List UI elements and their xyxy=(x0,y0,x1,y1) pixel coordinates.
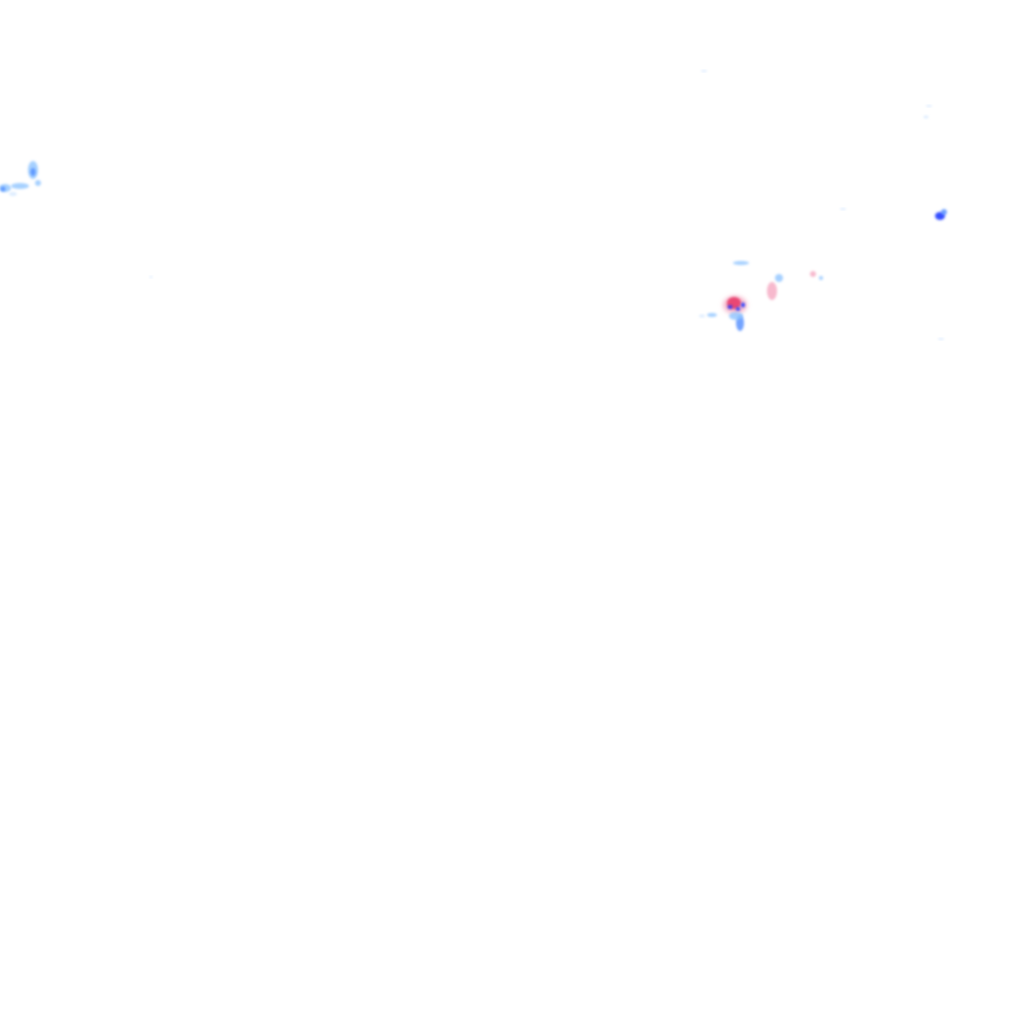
echo-cluster-west xyxy=(0,161,153,278)
echo-cell xyxy=(729,312,743,320)
echo-cell xyxy=(938,338,944,340)
echo-cell xyxy=(735,307,741,311)
echo-cell xyxy=(727,305,733,309)
echo-cell xyxy=(733,261,749,265)
echo-cell xyxy=(707,313,717,317)
echo-cluster-central-east xyxy=(699,261,823,331)
echo-cell xyxy=(775,274,783,282)
echo-cluster-northeast xyxy=(701,70,947,340)
echo-cell xyxy=(741,302,745,308)
echo-cell xyxy=(819,276,823,280)
echo-cell xyxy=(35,180,41,186)
echo-cell xyxy=(767,282,777,300)
echo-cell xyxy=(941,209,947,215)
echo-cell xyxy=(149,276,153,278)
echo-cell xyxy=(699,314,705,318)
echo-cell xyxy=(701,70,707,72)
echo-cell xyxy=(9,192,17,196)
echo-cell xyxy=(11,183,29,189)
echo-cell xyxy=(810,271,816,277)
echo-cell xyxy=(30,168,36,176)
echo-cell xyxy=(0,186,6,192)
echo-cell xyxy=(840,208,846,210)
echo-cell xyxy=(926,105,932,107)
echo-cell xyxy=(923,115,929,119)
